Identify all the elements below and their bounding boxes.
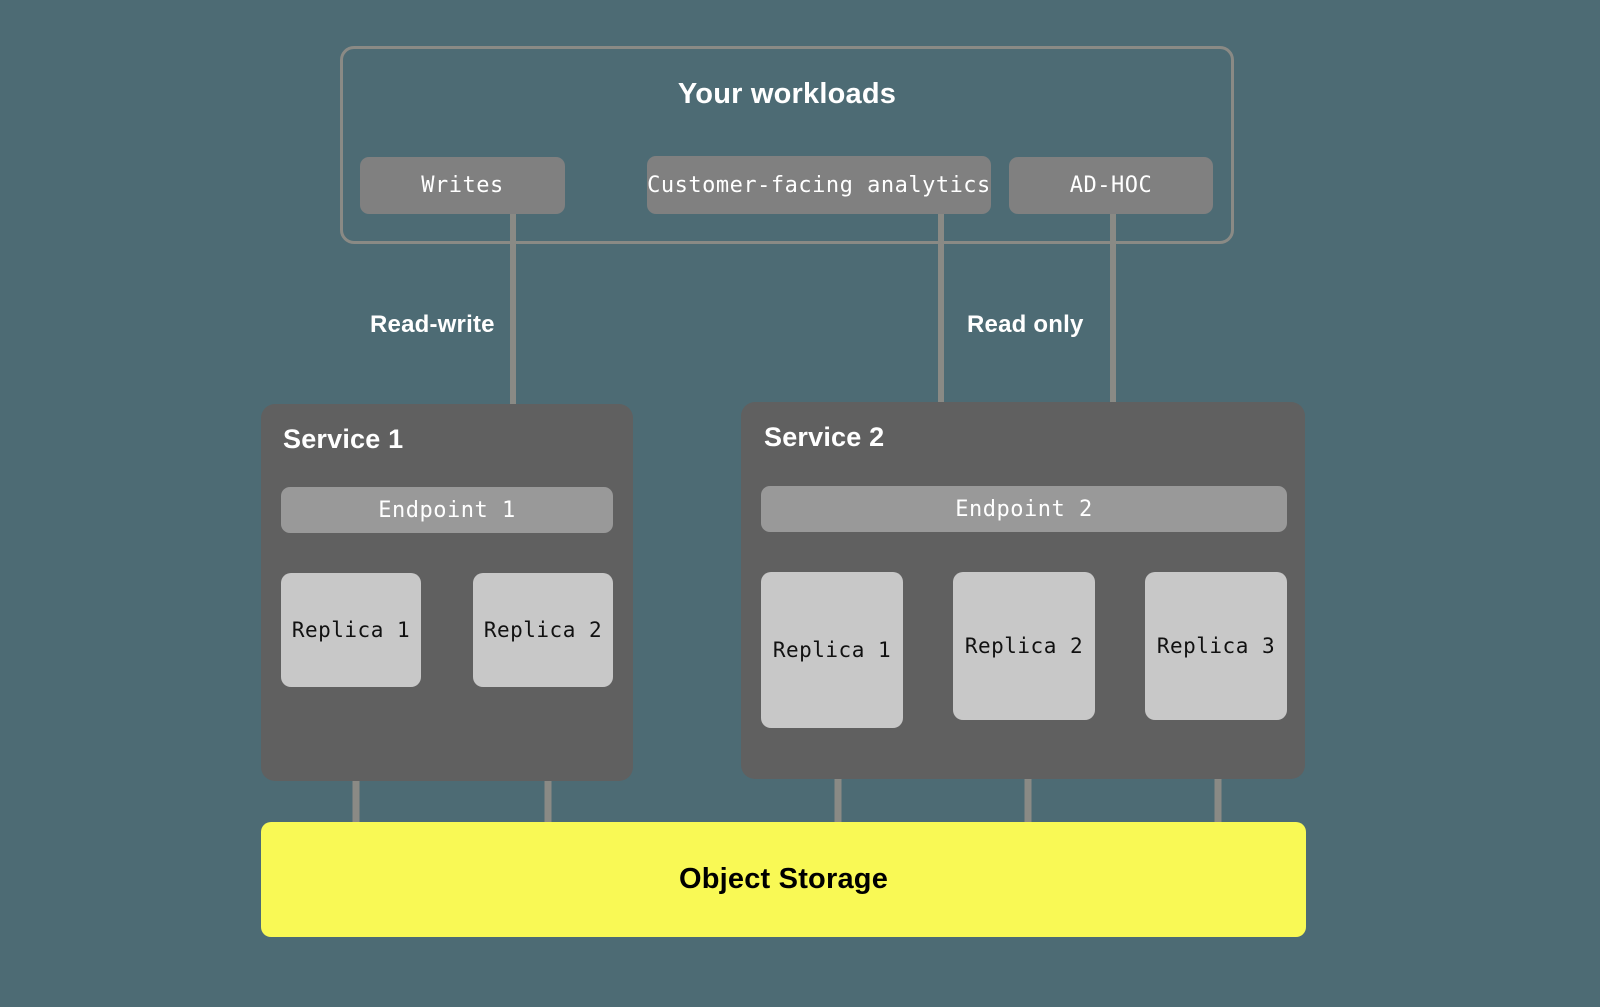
endpoint-label: Endpoint 1	[378, 497, 516, 523]
replica-label: Replica 2	[964, 634, 1084, 658]
service-title-1: Service 1	[283, 424, 404, 454]
workload-label: Writes	[421, 173, 504, 198]
workloads-container	[340, 46, 1234, 244]
endpoint-box-2[interactable]: Endpoint 2	[761, 486, 1287, 532]
object-storage-box[interactable]: Object Storage	[261, 822, 1306, 937]
workload-label: Customer-facing analytics	[647, 172, 991, 198]
edge-label-read-only: Read only	[967, 311, 1084, 338]
replica-box-s1-r1[interactable]: Replica 1	[281, 573, 421, 687]
workload-box-customer-facing-analytics[interactable]: Customer-facing analytics	[647, 156, 991, 214]
endpoint-label: Endpoint 2	[955, 496, 1093, 522]
workload-box-ad-hoc[interactable]: AD-HOC	[1009, 157, 1213, 214]
replica-label: Replica 3	[1156, 634, 1276, 658]
endpoint-box-1[interactable]: Endpoint 1	[281, 487, 613, 533]
workload-box-writes[interactable]: Writes	[360, 157, 565, 214]
object-storage-label: Object Storage	[678, 863, 889, 895]
replica-label: Replica 1	[772, 638, 892, 662]
workloads-title: Your workloads	[677, 78, 897, 110]
replica-box-s1-r2[interactable]: Replica 2	[473, 573, 613, 687]
replica-box-s2-r1[interactable]: Replica 1	[761, 572, 903, 728]
workload-label: AD-HOC	[1069, 173, 1153, 198]
service-title-2: Service 2	[764, 422, 885, 452]
replica-box-s2-r2[interactable]: Replica 2	[953, 572, 1095, 720]
replica-label: Replica 2	[483, 618, 603, 642]
replica-label: Replica 1	[291, 618, 411, 642]
replica-box-s2-r3[interactable]: Replica 3	[1145, 572, 1287, 720]
edge-label-read-write: Read-write	[370, 311, 495, 338]
